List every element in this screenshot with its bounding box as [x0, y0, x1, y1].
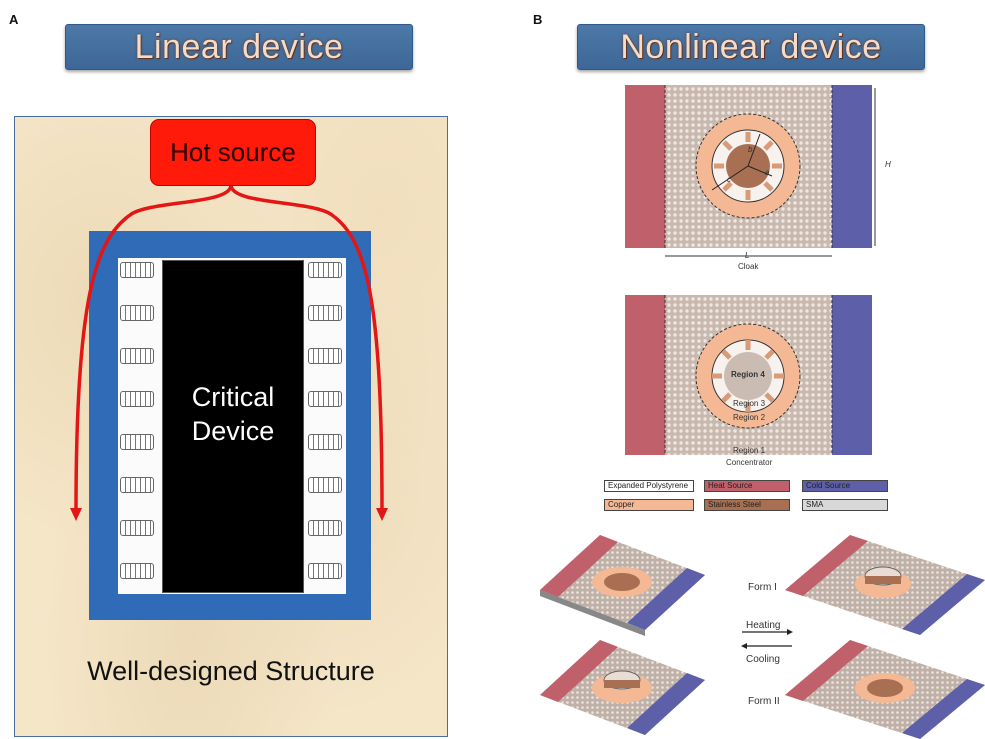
right-pins	[308, 262, 346, 592]
chip-label-line2: Device	[191, 416, 275, 446]
legend-stainless-steel: Stainless Steel	[704, 499, 790, 511]
radius-a-label: a	[765, 168, 770, 177]
radius-c-label: c	[727, 175, 731, 184]
legend-cold-source: Cold Source	[802, 480, 888, 492]
legend-sma: SMA	[802, 499, 888, 511]
plate-form2-left	[540, 640, 705, 735]
concentrator-diagram	[625, 295, 872, 455]
region1-label: Region 1	[733, 446, 766, 455]
dim-l-label: L	[745, 251, 750, 260]
plate-form2-right	[785, 640, 985, 739]
panel-b-letter: B	[533, 12, 543, 27]
hot-source-box: Hot source	[150, 119, 316, 186]
chip-label-line1: Critical	[191, 382, 275, 412]
legend-expanded-polystyrene: Expanded Polystyrene	[604, 480, 694, 492]
left-pins	[120, 262, 158, 592]
region2-label: Region 2	[733, 413, 766, 422]
cloak-concentrator-diagrams	[625, 85, 876, 455]
plate-form1-left	[540, 535, 705, 636]
cloak-diagram	[625, 85, 876, 257]
plate-form1-right	[785, 535, 985, 635]
form2-label: Form II	[748, 696, 780, 707]
well-designed-caption: Well-designed Structure	[87, 656, 375, 686]
panel-a-letter: A	[9, 12, 19, 27]
phase-transition-plates	[540, 535, 985, 739]
critical-device-chip	[162, 260, 304, 593]
dim-h-label: H	[885, 160, 891, 169]
region3-label: Region 3	[733, 399, 766, 408]
legend-copper: Copper	[604, 499, 694, 511]
parchment-background	[14, 116, 448, 737]
radius-b-label: b	[748, 145, 753, 154]
linear-device-title: Linear device	[65, 24, 413, 70]
region4-label: Region 4	[731, 370, 765, 379]
cooling-label: Cooling	[746, 654, 780, 665]
chip-label: Critical Device	[162, 380, 304, 448]
form1-label: Form I	[748, 582, 777, 593]
cloak-caption: Cloak	[738, 262, 759, 271]
legend-heat-source: Heat Source	[704, 480, 790, 492]
nonlinear-device-title: Nonlinear device	[577, 24, 925, 70]
heating-label: Heating	[746, 620, 781, 631]
concentrator-caption: Concentrator	[726, 458, 773, 467]
